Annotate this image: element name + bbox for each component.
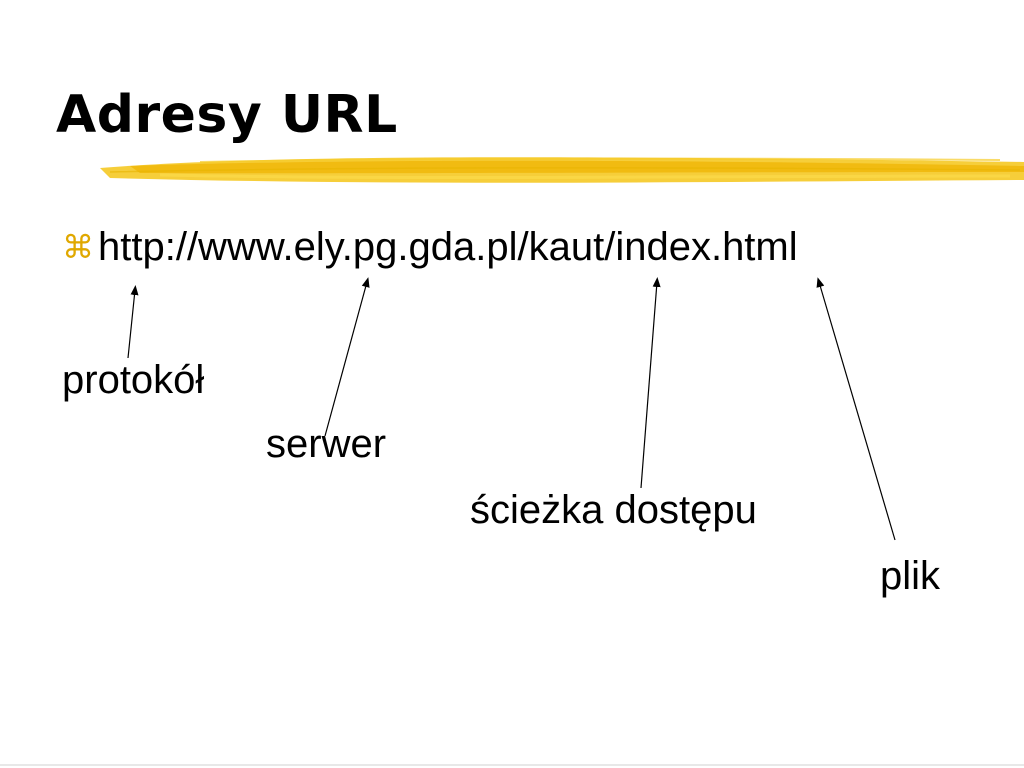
url-bullet-item: ⌘ http://www.ely.pg.gda.pl/kaut/index.ht… [62,220,798,274]
protocol-arrow [127,285,139,359]
protocol-label: protokół [62,358,205,402]
file-arrow [816,277,896,541]
path-label: ścieżka dostępu [470,488,757,532]
slide-title: Adresy URL [56,85,398,145]
z-bullet-icon: ⌘ [62,228,94,266]
file-label: plik [880,554,941,598]
path-arrow [640,277,661,489]
yellow-brush-stroke [100,157,1024,183]
server-arrow [324,277,370,437]
url-text: http://www.ely.pg.gda.pl/kaut/index.html [98,225,798,269]
footer-divider [0,764,1024,766]
server-label: serwer [266,422,387,466]
